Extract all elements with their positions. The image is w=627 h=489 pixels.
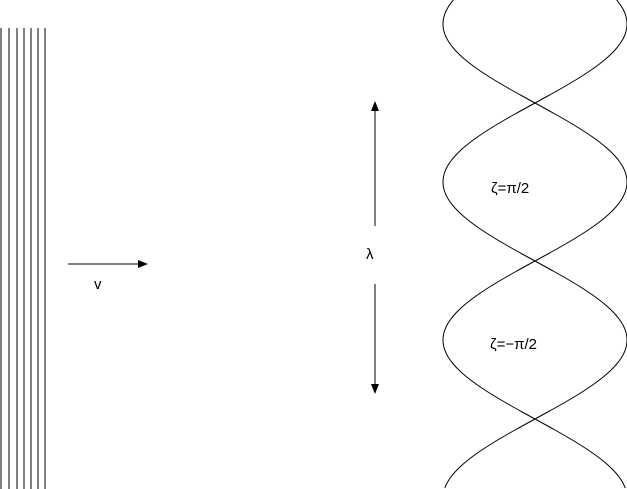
region-lower-label: ζ=−π/2 — [490, 336, 537, 353]
envelope-curve-a — [442, 0, 627, 489]
velocity-label: v — [94, 276, 102, 293]
envelope-curve-b — [442, 0, 627, 489]
wavelength-label: λ — [366, 246, 374, 263]
wavefront-lines — [0, 28, 46, 489]
region-upper-label: ζ=π/2 — [491, 180, 529, 197]
